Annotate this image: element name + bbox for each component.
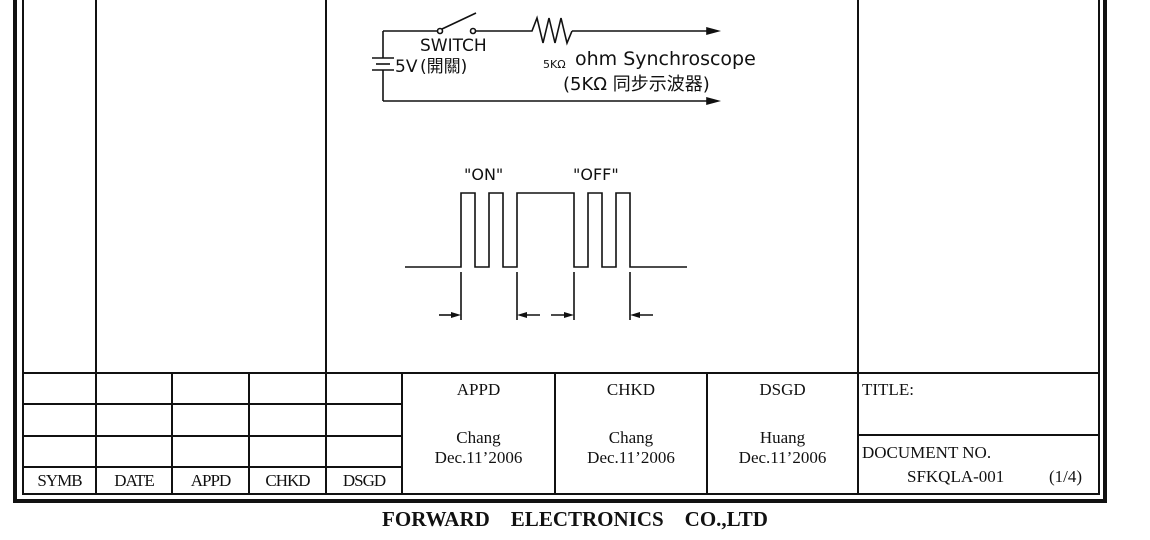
- circuit-diagram: [372, 12, 722, 106]
- waveform-diagram: [405, 192, 687, 320]
- arrow-bottom: [706, 96, 722, 106]
- approval-date: Dec.11’2006: [738, 448, 827, 467]
- outer-border: [13, 0, 1107, 503]
- resistor-icon: [527, 15, 573, 46]
- approval-name: Chang: [608, 428, 654, 447]
- header-date: DATE: [114, 471, 154, 490]
- header-dsgd: DSGD: [342, 471, 386, 490]
- switch-label-cn: (開關): [420, 57, 468, 77]
- approval-role: DSGD: [759, 380, 806, 399]
- doc-no-value: SFKQLA-001: [907, 467, 1005, 486]
- resistor-label: ohm Synchroscope: [575, 48, 756, 70]
- resistor-prefix: 5KΩ: [543, 58, 566, 71]
- approval-name: Huang: [759, 428, 806, 447]
- battery-label: 5V: [395, 57, 418, 77]
- approval-role: APPD: [456, 380, 501, 399]
- approval-date: Dec.11’2006: [434, 448, 523, 467]
- approval-date: Dec.11’2006: [587, 448, 675, 467]
- off-label: "OFF": [573, 165, 619, 184]
- header-symb: SYMB: [37, 471, 82, 490]
- company-name: FORWARD ELECTRONICS CO.,LTD: [382, 507, 768, 531]
- doc-no-label: DOCUMENT NO.: [862, 443, 992, 462]
- header-chkd: CHKD: [265, 471, 310, 490]
- arrow-top: [706, 26, 722, 36]
- battery-icon: [372, 47, 394, 79]
- page-number: (1/4): [1049, 467, 1083, 486]
- signal-trace: [405, 192, 687, 268]
- switch-label: SWITCH: [420, 36, 487, 56]
- approval-name: Chang: [456, 428, 501, 447]
- on-label: "ON": [464, 165, 504, 184]
- grid-lines: [23, 0, 1099, 494]
- resistor-label-cn: (5KΩ 同步示波器): [563, 74, 710, 95]
- switch-icon: [436, 12, 477, 35]
- title-label: TITLE:: [862, 380, 914, 399]
- approval-role: CHKD: [606, 380, 656, 399]
- header-appd: APPD: [190, 471, 231, 490]
